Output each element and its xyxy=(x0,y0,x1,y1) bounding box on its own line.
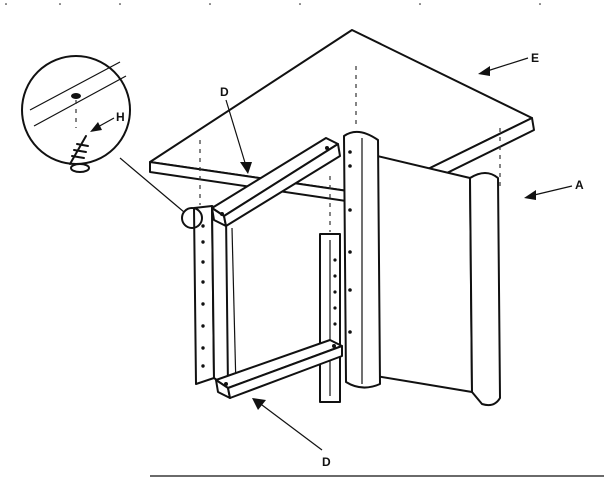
front-upright xyxy=(193,205,237,389)
label-upper-rail: D xyxy=(220,85,229,99)
upper-rail xyxy=(211,137,341,227)
screw-icon xyxy=(69,135,90,173)
side-panel xyxy=(343,130,501,407)
label-lower-rail: D xyxy=(322,455,331,469)
label-side-panel: A xyxy=(575,178,584,192)
back-frame xyxy=(319,233,341,403)
lower-rail xyxy=(215,339,343,399)
label-screw: H xyxy=(116,110,125,124)
leader-arrows xyxy=(90,57,573,451)
screw-detail-callout xyxy=(21,55,203,229)
alignment-guides xyxy=(199,66,501,232)
label-top-panel: E xyxy=(531,51,539,65)
scan-noise xyxy=(5,3,541,5)
